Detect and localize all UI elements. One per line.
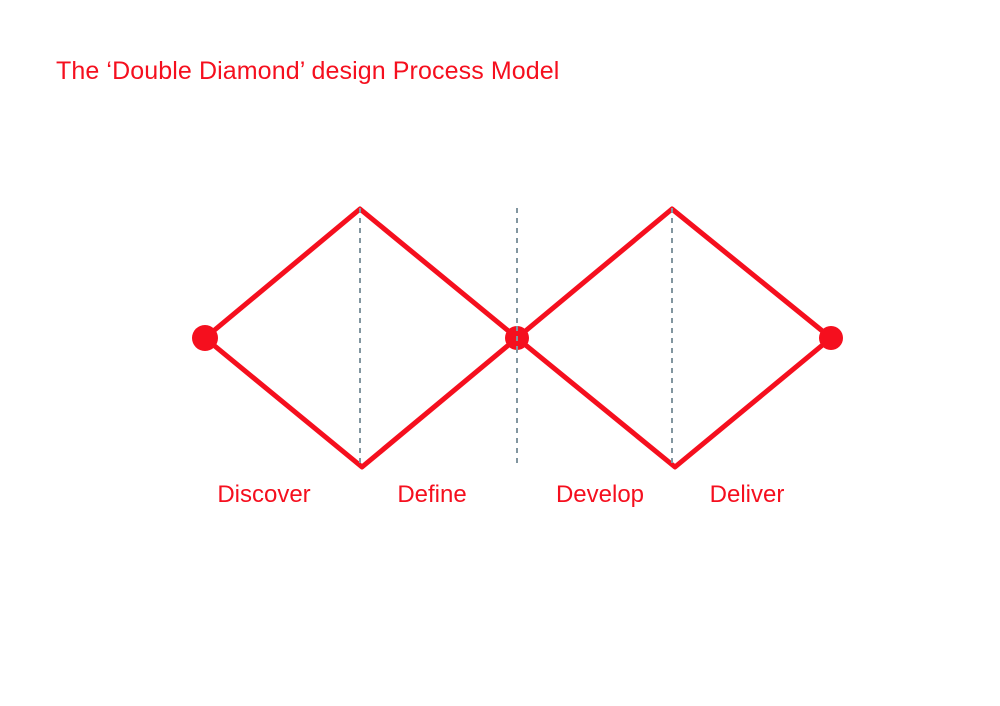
- stage-label-define: Define: [397, 481, 467, 508]
- end-node-dot: [819, 326, 843, 350]
- stage-label-discover: Discover: [217, 481, 311, 508]
- stage-label-develop: Develop: [555, 481, 645, 508]
- start-node-dot: [192, 325, 218, 351]
- stage-label-deliver: Deliver: [709, 481, 785, 508]
- page-title: The ‘Double Diamond’ design Process Mode…: [56, 57, 560, 85]
- diamond-2-shape: [514, 206, 834, 470]
